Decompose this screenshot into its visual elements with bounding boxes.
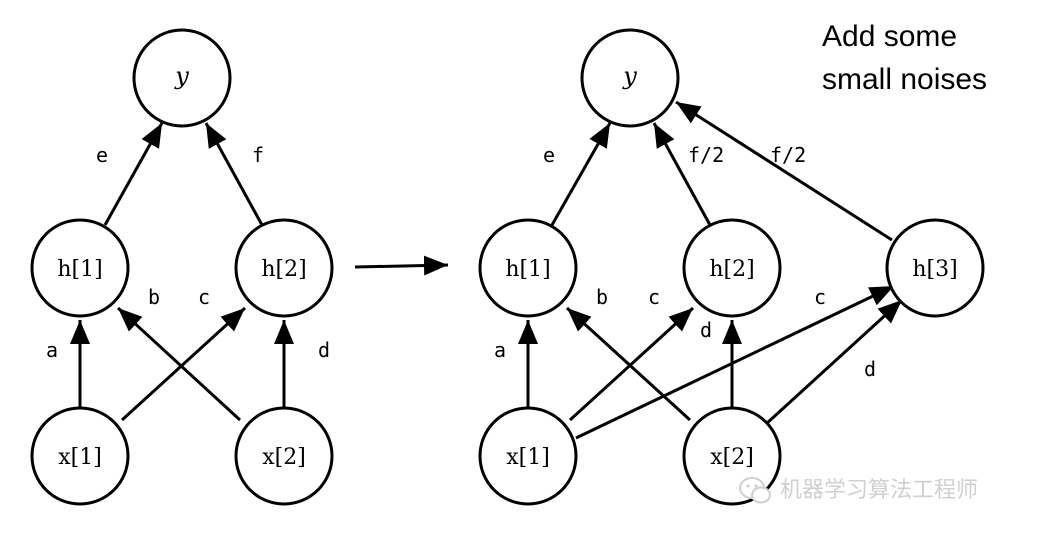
left-node-h2: h[2] [234,218,334,318]
left-edge-label-d: d [318,338,330,362]
right-node-h3: h[3] [885,218,985,318]
left-node-x1: x[1] [30,406,130,506]
svg-text:x[2]: x[2] [262,445,306,470]
left-node-y: y [132,28,232,128]
watermark: 机器学习算法工程师 [739,477,978,504]
svg-text:x[2]: x[2] [710,445,754,470]
transition-arrow [354,255,449,276]
note-line-1: Add some [822,20,957,53]
left-edge-x2-h1 [116,306,242,422]
svg-text:h[1]: h[1] [505,257,550,282]
left-edge-h1-y [103,122,164,226]
left-edge-h2-y [204,122,264,226]
svg-text:y: y [622,62,637,90]
right-edge-h2-y [652,122,712,226]
note-line-2: small noises [822,63,987,96]
svg-text:h[2]: h[2] [261,257,306,282]
right-edge-h3-y [675,100,893,242]
right-node-x1: x[1] [478,406,578,506]
right-network: e f/2 f/2 a b c d c d y h[1] h[2] h[3] x… [478,28,985,506]
svg-text:y: y [174,62,189,90]
right-edge-label-d2: d [864,357,876,381]
left-edge-label-a: a [46,338,58,362]
svg-text:x[1]: x[1] [58,445,102,470]
note: Add some small noises [822,20,987,96]
right-node-x2: x[2] [682,406,782,506]
right-node-h2: h[2] [682,218,782,318]
left-network: e f a b c d y h[1] h[2] x[1] x[2] [30,28,334,506]
wechat-icon [739,477,771,504]
right-edge-label-f-half-1: f/2 [688,143,724,167]
right-edge-label-f-half-2: f/2 [770,143,806,167]
right-edge-x1-h3 [575,284,895,440]
right-edge-x2-h3 [764,298,904,426]
left-edge-label-f: f [252,143,264,167]
right-edge-x2-h1 [565,306,692,422]
left-edge-label-e: e [96,143,108,167]
right-edge-x1-h2 [568,306,695,422]
svg-text:x[1]: x[1] [506,445,550,470]
right-edge-label-d1: d [700,318,712,342]
left-edge-label-c: c [198,285,210,309]
left-node-h1: h[1] [30,218,130,318]
left-edge-x1-h2 [120,306,247,422]
right-edge-label-c2: c [814,285,826,309]
right-edge-label-e: e [543,143,555,167]
right-edge-label-c1: c [648,285,660,309]
right-node-y: y [580,28,680,128]
watermark-text: 机器学习算法工程师 [780,478,978,503]
right-edge-h1-y [550,122,612,226]
svg-text:h[1]: h[1] [57,257,102,282]
right-edge-label-b: b [596,285,608,309]
left-node-x2: x[2] [234,406,334,506]
svg-text:h[2]: h[2] [709,257,754,282]
right-edge-label-a: a [494,338,506,362]
right-node-h1: h[1] [478,218,578,318]
left-edge-label-b: b [148,285,160,309]
svg-text:h[3]: h[3] [912,257,957,282]
